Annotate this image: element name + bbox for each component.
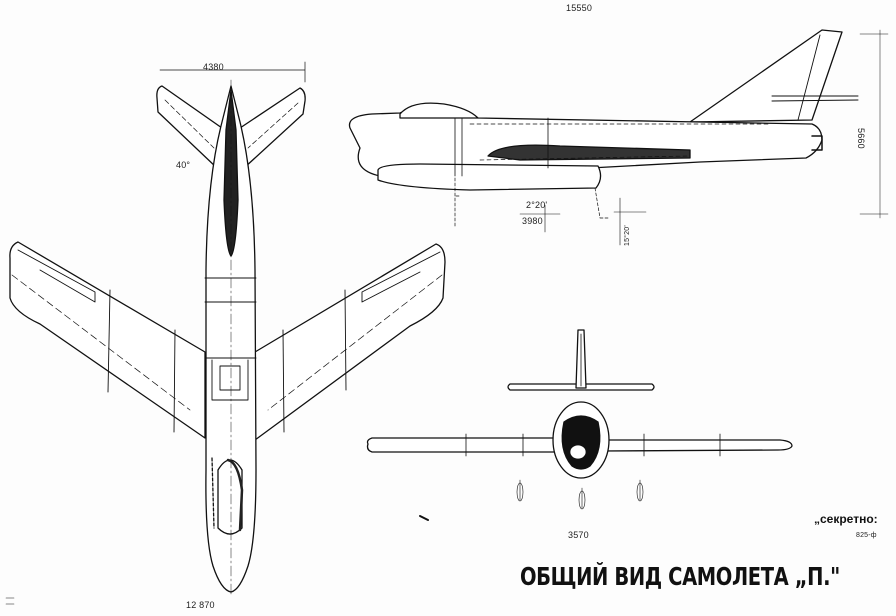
side-vertical-tail (689, 29, 843, 123)
front-view (366, 329, 793, 510)
plan-view (9, 61, 446, 597)
plan-left-wing (9, 241, 206, 439)
dim-tail-down-angle: 15°20' (624, 225, 631, 246)
dim-wingspan: 12 870 (186, 600, 215, 610)
dim-length: 15550 (566, 3, 593, 13)
side-view (348, 29, 889, 246)
dim-sweep-angle: 40° (176, 160, 191, 170)
dim-wheelbase: 3980 (522, 216, 543, 226)
drawing-title: ОБЩИЙ ВИД САМОЛЕТА „П." (520, 562, 840, 591)
side-engine-pod (377, 163, 602, 191)
dim-tail-span: 4380 (203, 62, 224, 72)
plan-right-wing (254, 243, 446, 441)
dim-height: 5660 (856, 128, 866, 149)
front-intake (561, 415, 601, 470)
plan-right-stabilizer (239, 87, 306, 169)
dim-stab-angle: 2°20' (526, 200, 548, 210)
side-canopy (399, 102, 479, 119)
dim-track: 3570 (568, 530, 589, 540)
secret-stamp: „секретно: (814, 512, 878, 526)
plan-left-stabilizer (156, 85, 223, 169)
document-number: 825-ф (856, 532, 877, 539)
